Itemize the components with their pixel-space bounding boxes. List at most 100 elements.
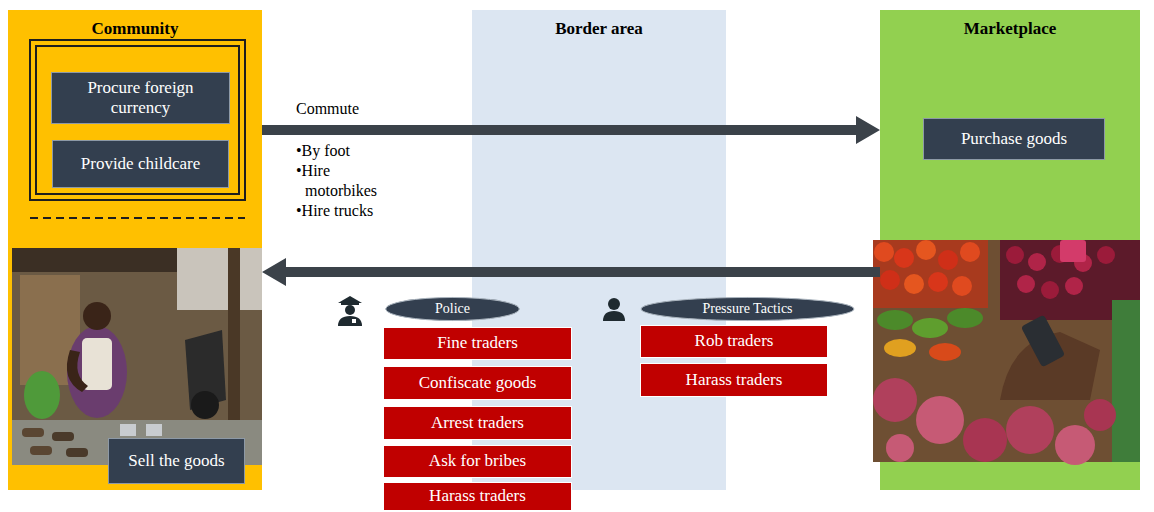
photo-red-onion: [873, 378, 917, 422]
dashed-divider: [30, 217, 245, 219]
photo-tomato: [938, 250, 958, 270]
photo-cloth: [1112, 300, 1140, 462]
police-brim: [341, 302, 359, 305]
node-label: Provide childcare: [81, 154, 200, 174]
market-ground: [880, 10, 1140, 490]
node-label: Marketplace: [964, 19, 1057, 39]
photo-onion: [1041, 281, 1059, 299]
photo-red-onion: [1084, 399, 1116, 431]
node-label: Fine traders: [437, 333, 518, 353]
person-icon: [603, 298, 625, 321]
photo-pepper: [877, 310, 913, 330]
node-label: Confiscate goods: [419, 373, 537, 393]
police-body: [338, 316, 362, 326]
node-label: Border area: [555, 19, 643, 39]
action-box: Ask for bribes: [383, 445, 572, 478]
transport-mode: •Hire trucks: [296, 201, 400, 221]
photo-red-onion: [1006, 406, 1054, 454]
photo-wheel: [191, 391, 219, 419]
action-box: Harass traders: [640, 363, 828, 397]
community-ground: [8, 10, 262, 490]
photo-tomato: [880, 270, 900, 290]
actor-ellipse: Police: [385, 297, 520, 321]
photo-tomato: [904, 274, 924, 294]
group-frame-inner: [36, 46, 239, 194]
ellipse-shape: [641, 297, 854, 320]
process-box: Provide childcare: [52, 140, 229, 188]
photo-onion: [1097, 246, 1115, 264]
photo-pepper: [884, 339, 916, 357]
photo-item: [22, 428, 44, 437]
node-label: Ask for bribes: [429, 451, 526, 471]
photo-dress: [67, 326, 127, 418]
photo-onion: [1028, 253, 1046, 271]
ellipse-shape: [386, 297, 520, 320]
photo-ground: [12, 248, 262, 465]
police-icon: [338, 296, 362, 326]
photo-head: [83, 302, 111, 330]
actor-ellipse: Pressure Tactics: [640, 297, 855, 321]
photo-bag: [24, 371, 60, 419]
node-label: Procure foreign currency: [58, 78, 223, 119]
photo-tomato: [960, 242, 980, 262]
photo-onion: [1006, 246, 1024, 264]
edge-label: Commute: [294, 99, 361, 119]
action-box: Harass traders: [383, 482, 572, 511]
process-box: Purchase goods: [923, 118, 1105, 160]
market-photo: [873, 240, 1140, 465]
node-label: Sell the goods: [128, 451, 224, 471]
group-frame-outer: [30, 40, 245, 200]
action-box: Rob traders: [640, 325, 828, 358]
person-body: [603, 311, 625, 321]
mode-list: •By foot•Hire motorbikes•Hire trucks: [296, 141, 400, 221]
police-badge: [352, 319, 356, 323]
photo-sky: [177, 248, 262, 310]
node-label: Purchase goods: [961, 129, 1067, 149]
node-label: Rob traders: [695, 331, 774, 351]
block-arrow: [262, 258, 880, 286]
photo-red-onion: [963, 418, 1007, 462]
photo-arm: [67, 350, 88, 392]
photo-ground: [873, 240, 1140, 462]
photo-jar: [146, 424, 162, 436]
action-box: Fine traders: [383, 327, 572, 360]
node-label: Arrest traders: [431, 413, 524, 433]
action-box: Arrest traders: [383, 406, 572, 440]
photo-pepper: [929, 343, 961, 361]
photo-tomato: [894, 248, 914, 268]
police-cap: [338, 296, 362, 303]
process-box: Procure foreign currency: [51, 72, 230, 124]
photo-tomatoes: [873, 240, 988, 308]
photo-canopy: [12, 248, 177, 272]
node-label: Harass traders: [429, 486, 526, 506]
photo-pepper: [912, 318, 948, 338]
photo-red-onion: [1055, 425, 1095, 465]
photo-phone: [1021, 315, 1066, 368]
photo-pepper: [947, 308, 983, 328]
photo-item: [30, 446, 52, 455]
photo-apron: [82, 338, 112, 390]
person-head: [608, 298, 620, 310]
photo-item: [52, 432, 74, 441]
photo-tomato: [874, 242, 894, 262]
process-box: Sell the goods: [108, 438, 245, 484]
photo-onion: [1017, 275, 1035, 293]
photo-tomato: [928, 272, 948, 292]
photo-tomato: [916, 240, 936, 260]
photo-tomato: [952, 276, 972, 296]
photo-red-onion: [886, 434, 914, 462]
node-label: Pressure Tactics: [702, 301, 792, 317]
transport-mode: •By foot: [296, 141, 400, 161]
block-arrow: [262, 116, 880, 144]
photo-item: [66, 448, 88, 457]
police-head: [345, 305, 355, 315]
node-label: Police: [435, 301, 470, 317]
node-label: Harass traders: [686, 370, 783, 390]
region-panel: MarketplacePurchase goods: [880, 10, 1140, 490]
photo-cup: [1060, 240, 1086, 262]
photo-jar: [120, 424, 136, 436]
photo-red-onion: [916, 396, 964, 444]
vendor-photo: [12, 248, 262, 465]
node-label: Community: [92, 19, 179, 39]
transport-mode: •Hire motorbikes: [296, 161, 400, 201]
